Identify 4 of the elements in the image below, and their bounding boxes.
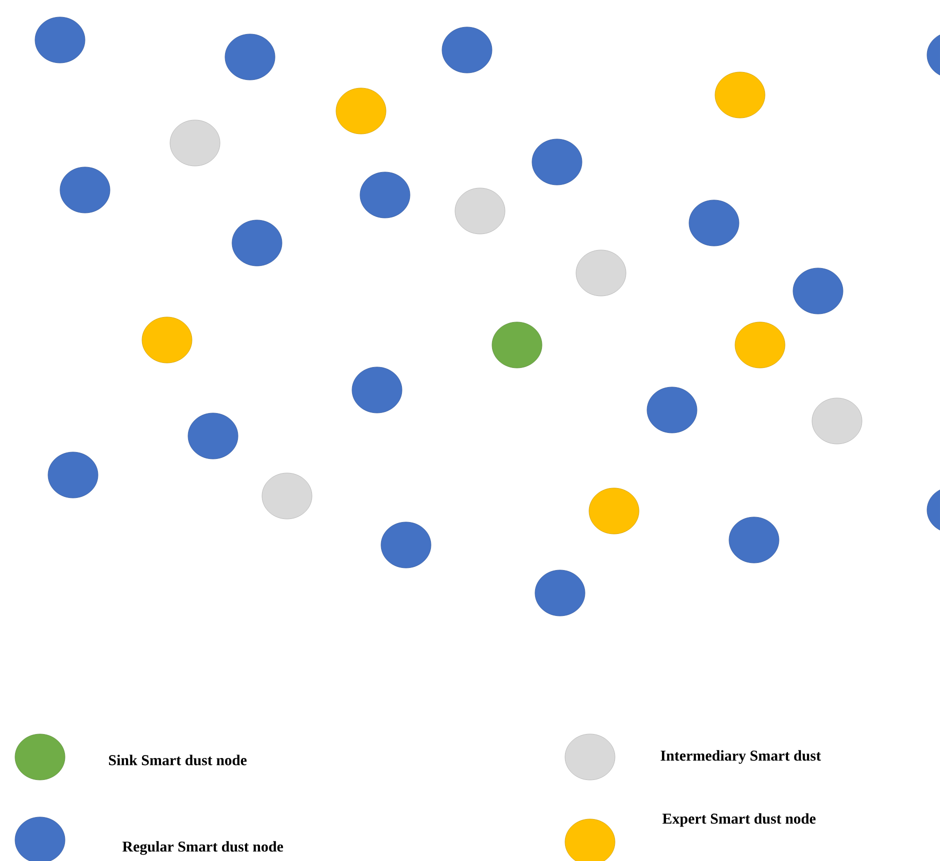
legend-label: Intermediary Smart dust xyxy=(660,750,821,764)
legend-label: Regular Smart dust node xyxy=(122,841,284,855)
legend-label: Sink Smart dust node xyxy=(109,754,247,766)
legend-label: Expert Smart dust node xyxy=(662,813,816,827)
